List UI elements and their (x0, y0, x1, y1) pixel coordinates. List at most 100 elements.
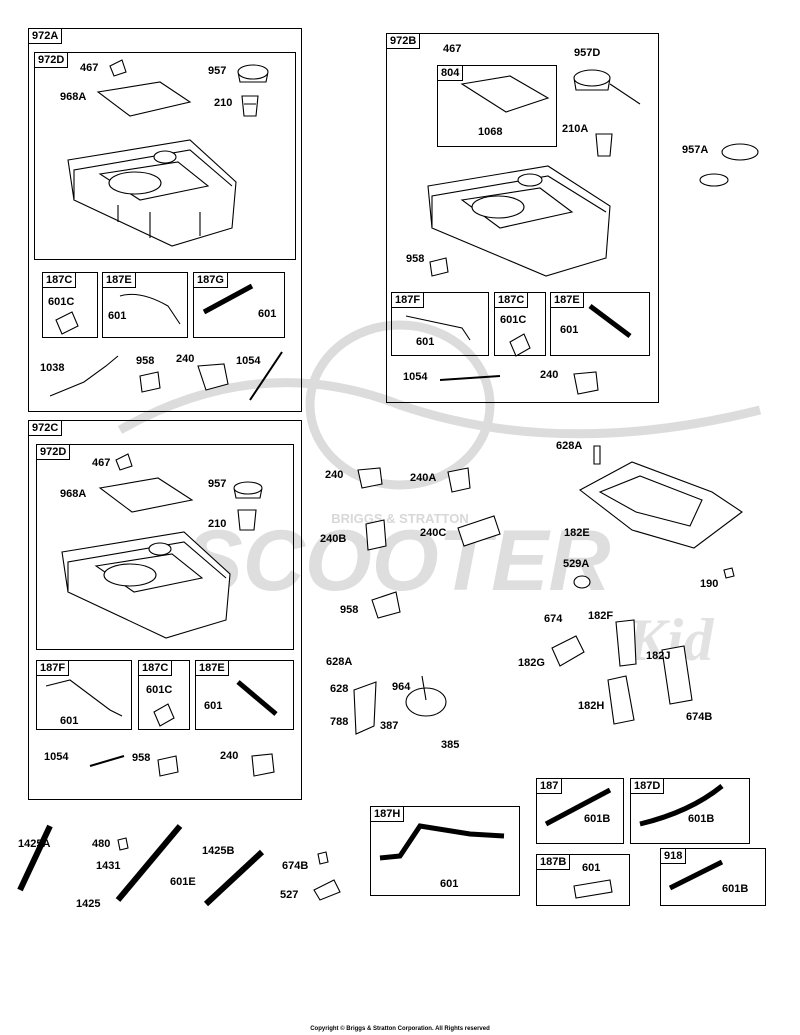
group-187f-c: 187F (36, 660, 132, 730)
group-label: 187C (42, 272, 77, 288)
group-label: 972A (28, 28, 63, 44)
fuel-filter-icon (595, 133, 613, 157)
part-label: 601C (146, 684, 173, 696)
part-label: 240 (540, 369, 559, 381)
part-label: 601 (440, 878, 459, 890)
fuel-line-icon (639, 784, 724, 827)
group-label: 187H (370, 806, 405, 822)
part-label: 1054 (403, 371, 428, 383)
fuel-tank-icon (67, 139, 237, 247)
part-label: 601C (48, 296, 75, 308)
part-label: 601B (722, 883, 749, 895)
bolt-icon (723, 567, 735, 579)
bracket-icon (607, 675, 635, 725)
vent-knob-icon (115, 453, 133, 471)
cable-tie-icon (89, 755, 125, 767)
shutoff-valve-icon (157, 755, 179, 777)
part-label: 601 (258, 308, 277, 320)
fuel-line-icon (119, 293, 181, 325)
group-label: 187B (536, 854, 571, 870)
fuel-cap-icon (233, 481, 263, 499)
part-label: 1038 (40, 362, 65, 374)
tube-icon (17, 824, 53, 892)
group-972d-bottom: 972D (36, 444, 294, 650)
shutoff-valve-icon (371, 591, 401, 619)
part-label: 385 (441, 739, 460, 751)
group-label: 187E (195, 660, 229, 676)
tube-icon (203, 849, 265, 907)
group-187e-c: 187E (195, 660, 294, 730)
part-label: 1054 (236, 355, 261, 367)
clamp-icon (153, 703, 175, 727)
part-label: 182J (646, 650, 671, 662)
part-label: 957 (208, 65, 227, 77)
group-label: 972D (34, 52, 69, 68)
part-label: 1425 (76, 898, 101, 910)
part-label: 957A (682, 144, 709, 156)
part-label: 182G (518, 657, 545, 669)
group-label: 187E (102, 272, 136, 288)
grommet-icon (573, 575, 591, 589)
inline-filter-icon (365, 519, 387, 551)
part-label: 190 (700, 578, 719, 590)
fuel-tank-icon (61, 531, 231, 639)
fuel-cap-icon (573, 69, 641, 105)
part-label: 210 (208, 518, 227, 530)
linkage-rod-icon (49, 355, 119, 397)
group-187e-a: 187E (102, 272, 188, 338)
cable-tie-icon (439, 375, 501, 381)
group-187h: 187H (370, 806, 520, 896)
part-label: 1425B (202, 845, 235, 857)
vent-knob-icon (109, 59, 127, 77)
cap-plate-icon (98, 477, 194, 513)
part-label: 601B (584, 813, 611, 825)
fuel-line-icon (544, 787, 612, 827)
fuel-cap-icon (699, 143, 759, 187)
group-972b: 972B (386, 33, 659, 403)
tube-icon (115, 824, 183, 902)
fuel-line-icon (405, 315, 471, 341)
cable-tie-icon (249, 351, 283, 401)
bolt-icon (117, 837, 129, 851)
group-187e-b: 187E (550, 292, 650, 356)
frame-bracket-icon (578, 461, 743, 549)
part-label: 1054 (44, 751, 69, 763)
clip-icon (313, 879, 341, 901)
elbow-fitting-icon (357, 467, 383, 489)
part-label: 240 (176, 353, 195, 365)
part-label: 182F (588, 610, 614, 622)
part-label: 182H (578, 700, 605, 712)
group-label: 972D (36, 444, 71, 460)
group-label: 187C (494, 292, 529, 308)
group-label: 972B (386, 33, 421, 49)
part-label: 240A (410, 472, 437, 484)
bracket-icon (661, 645, 693, 705)
shutoff-valve-icon (139, 371, 161, 393)
group-label: 918 (660, 848, 687, 864)
fuel-cap-icon (237, 64, 269, 83)
group-187c-b: 187C (494, 292, 546, 356)
group-972a: 972A (28, 28, 302, 412)
part-label: 240 (220, 750, 239, 762)
part-label: 182E (564, 527, 590, 539)
fuel-line-icon (236, 680, 278, 716)
part-label: 1068 (478, 126, 503, 138)
group-187g: 187G (193, 272, 285, 338)
part-label: 210 (214, 97, 233, 109)
clamp-icon (55, 311, 79, 335)
group-187c-c: 187C (138, 660, 190, 730)
bolt-icon (317, 851, 329, 865)
part-label: 958 (406, 253, 425, 265)
shutoff-valve-icon (429, 257, 449, 277)
part-label: 601 (60, 715, 79, 727)
group-label: 187C (138, 660, 173, 676)
fuel-line-icon (379, 823, 505, 861)
part-label: 628 (330, 683, 349, 695)
group-918: 918 (660, 848, 766, 906)
group-label: 187E (550, 292, 584, 308)
part-label: 387 (380, 720, 399, 732)
fuel-filter-icon (237, 509, 257, 531)
group-187d: 187D (630, 778, 750, 844)
part-label: 480 (92, 838, 111, 850)
